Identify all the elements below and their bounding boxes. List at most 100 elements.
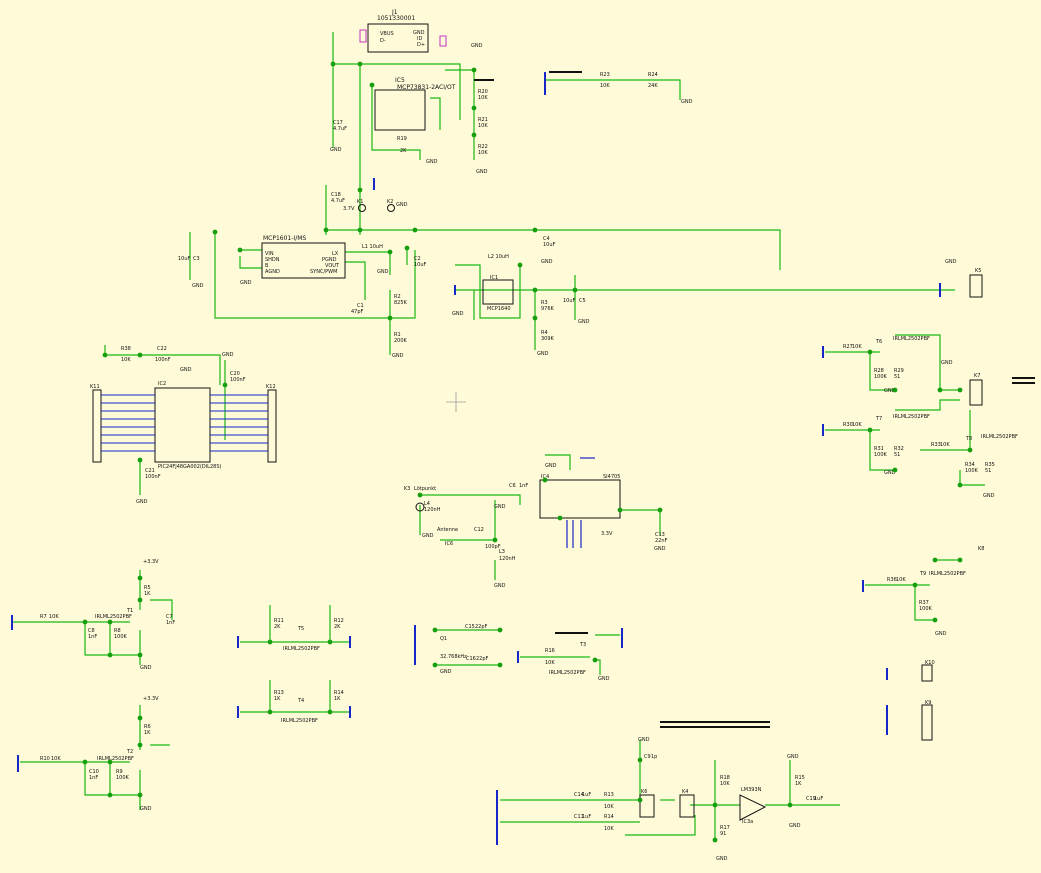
c20-val: 100nF [230,377,246,383]
ic-boost-pin-vin: VIN [265,251,274,257]
r9-val: 100K [116,775,130,781]
ic2-part: PIC24FJ48GA002(DIL28S) [158,464,221,470]
gnd-label: GND [681,99,693,105]
r33-ref: R33 [931,442,941,448]
r14b-val: 1K [334,696,341,702]
gnd-label: GND [240,280,252,286]
r30-val: 10K [852,422,862,428]
mcu-section [104,345,226,495]
r31-ref: R31 [874,446,884,452]
c2-ref: C2 [414,256,421,262]
k4-ref: K4 [682,789,688,795]
ic3-ref: IC3a [742,819,753,825]
gnd-label: GND [578,319,590,325]
gnd-label: GND [392,353,404,359]
r13-ref: R13 [604,792,614,798]
r11-val: 2K [274,624,281,630]
usb-charger-section [325,32,781,320]
gnd-label: GND [884,470,896,476]
c22-val: 100nF [155,357,171,363]
c16-val: 22pF [476,656,489,662]
k10-connector [921,664,933,682]
k11-header [92,389,102,463]
gnd-label: GND [545,463,557,469]
k5-connector [969,274,983,298]
r12-val: 2K [334,624,341,630]
r34-val: 100K [965,468,979,474]
r35-val: 51 [985,468,991,474]
t7-part: IRLML2502PBF [893,414,930,420]
r19-ref: R19 [397,136,407,142]
gnd-label: GND [426,159,438,165]
r20-val: 10K [478,95,488,101]
q1-val: 32.768kHz [440,654,467,660]
r30-ref: R30 [843,422,853,428]
r38-val: 10K [121,357,131,363]
t1-ref: T1 [126,608,133,614]
r19-val: 2K [400,148,407,154]
gnd-label: GND [222,352,234,358]
t4-part: IRLML2502PBF [281,718,318,724]
c3-ref: C3 [193,256,200,262]
c11-ref: C11 [574,814,584,820]
c15-ref: C15 [465,624,475,630]
c7-ref: C7 [166,614,173,620]
t5-ref: T5 [297,626,304,632]
gnd-label: GND [541,259,553,265]
c11-val: 1uF [582,814,591,820]
ic-boost-pin-lx: LX [332,251,339,257]
c7-val: 1nF [166,620,175,626]
r22-ref: R22 [478,144,488,150]
gnd-label: GND [935,631,947,637]
l1-ref: L1 10uH [362,244,383,250]
r13-val: 10K [604,804,614,810]
r10-val: 10K [51,756,61,762]
k1-val: 3.7V [343,206,355,212]
k2-ref: K2 [387,199,393,205]
plus33-t2: +3.3V [143,696,159,702]
gnd-label: GND [136,499,148,505]
r14-val: 10K [604,826,614,832]
gnd-label: GND [941,360,953,366]
r12-ref: R12 [334,618,344,624]
r29-ref: R29 [894,368,904,374]
plus33-t1: +3.3V [143,559,159,565]
r36-val: 10K [896,577,906,583]
r21-ref: R21 [478,117,488,123]
mcu-bus-lines [101,394,268,452]
l3-val: 120nH [499,556,516,562]
t7-ref: T7 [875,416,882,422]
q1-ref: Q1 [440,636,447,642]
r33-val: 10K [940,442,950,448]
r10-ref: R10 [40,756,50,762]
gnd-label: GND [192,283,204,289]
t9-part: IRLML2502PBF [929,571,966,577]
c22-ref: C22 [157,346,167,352]
r14-ref: R14 [604,814,614,820]
c13-ref: C13 [655,532,665,538]
c9-ref: C9 [644,754,651,760]
gnd-label: GND [377,269,389,275]
c18-ref: C18 [331,192,341,198]
j1-pin-vbus: VBUS [380,31,394,37]
r22-val: 10K [478,150,488,156]
r5-ref: R5 [144,585,151,591]
k3-ref: K3 [404,486,410,492]
k4-connector [679,794,695,818]
ic2-ref: IC2 [158,381,166,387]
r17-val: 91 [720,831,726,837]
t5-part: IRLML2502PBF [283,646,320,652]
gnd-label: GND [787,754,799,760]
c13-val: 22nF [655,538,668,544]
k1-ref: K1 [357,199,363,205]
l2-ref: L2 10uH [488,254,509,260]
c8-val: 1nF [88,634,97,640]
c6-ref: C6 [509,483,516,489]
ic-boost-pin-pgnd: PGND [322,257,337,263]
c4-val: 10uF [543,242,556,248]
r16-val: 10K [545,660,555,666]
gnd-label: GND [140,806,152,812]
divider-section [545,79,681,100]
t6-ref: T6 [875,339,882,345]
